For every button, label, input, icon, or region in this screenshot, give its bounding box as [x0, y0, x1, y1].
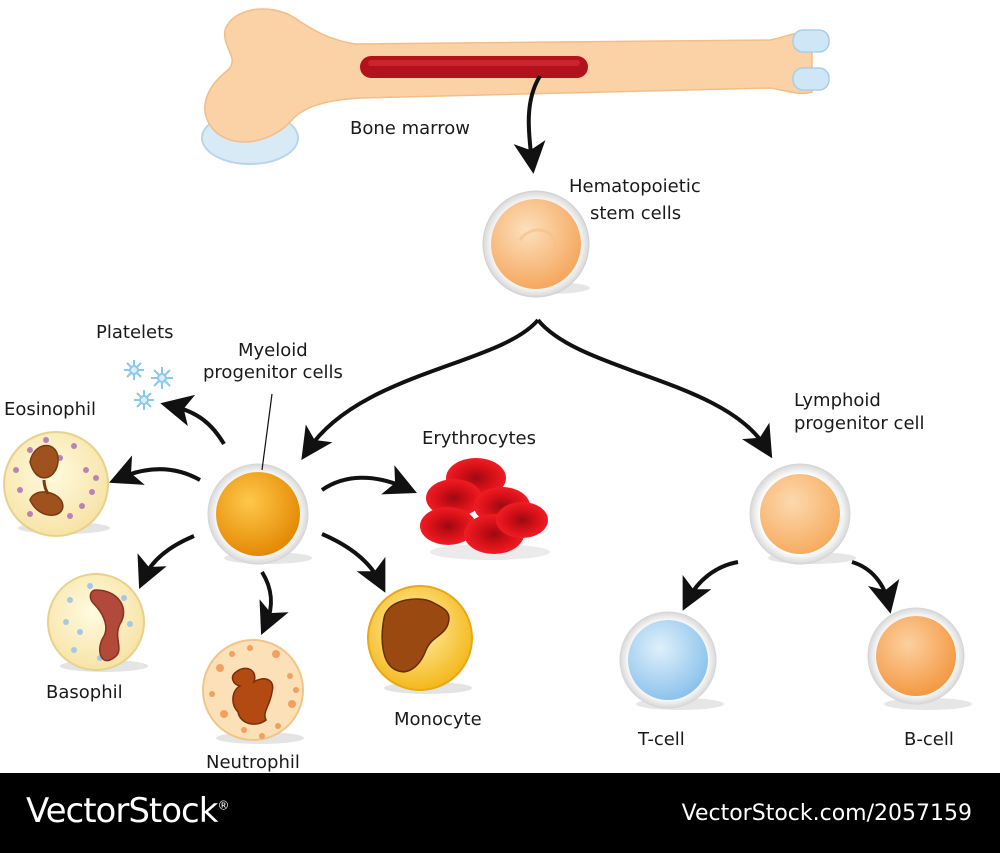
erythrocytes-cluster [420, 458, 550, 560]
myeloid-progenitor-cell [207, 463, 312, 565]
arrow-marrow-to-hsc [513, 74, 546, 174]
arrow-to-t-cell [682, 560, 739, 611]
label-platelets: Platelets [96, 322, 174, 343]
arrow-to-b-cell [851, 560, 900, 614]
label-bone-marrow: Bone marrow [350, 118, 470, 139]
label-myeloid-line1: Myeloid [238, 340, 308, 361]
image-id: VectorStock.com/2057159 [681, 801, 972, 826]
arrow-to-monocyte [321, 532, 386, 593]
myeloid-label-pointer [261, 393, 273, 471]
marrow-cavity [360, 56, 588, 78]
brand-registered-mark: ® [217, 798, 229, 813]
brand-name: VectorStock [26, 791, 218, 831]
arrow-to-eosinophil [108, 455, 201, 485]
t-cell [619, 611, 724, 710]
hsc-cell [482, 190, 590, 298]
label-myeloid-line2: progenitor cells [203, 362, 343, 383]
platelets-illustration [124, 360, 173, 410]
neutrophil-cell [202, 639, 304, 744]
label-lymphoid-line2: progenitor cell [794, 413, 925, 434]
label-monocyte: Monocyte [394, 709, 482, 730]
lymphoid-progenitor-cell [749, 463, 856, 565]
arrow-hsc-to-lymphoid [536, 318, 773, 459]
diagram-canvas: Bone marrow Hematopoietic stem cells Mye… [3, 8, 972, 773]
arrow-to-platelets [160, 394, 226, 446]
label-b-cell: B-cell [904, 729, 954, 750]
watermark-footer: VectorStock® VectorStock.com/2057159 [0, 773, 1000, 853]
arrow-hsc-to-myeloid [301, 318, 540, 460]
bone-illustration [201, 8, 830, 165]
basophil-cell [47, 573, 148, 672]
monocyte-cell [367, 585, 473, 694]
label-erythrocytes: Erythrocytes [422, 428, 536, 449]
label-t-cell: T-cell [637, 729, 685, 750]
label-neutrophil: Neutrophil [206, 752, 300, 773]
label-eosinophil: Eosinophil [4, 399, 96, 420]
arrow-to-basophil [137, 534, 195, 589]
label-lymphoid-line1: Lymphoid [794, 390, 881, 411]
label-basophil: Basophil [46, 682, 123, 703]
arrow-to-erythrocytes [320, 465, 417, 495]
label-hsc-line1: Hematopoietic [569, 176, 701, 197]
eosinophil-cell [3, 431, 110, 537]
arrow-to-neutrophil [259, 570, 289, 635]
label-hsc-line2: stem cells [590, 203, 681, 224]
vectorstock-logo: VectorStock® [26, 791, 229, 831]
b-cell [867, 607, 972, 710]
